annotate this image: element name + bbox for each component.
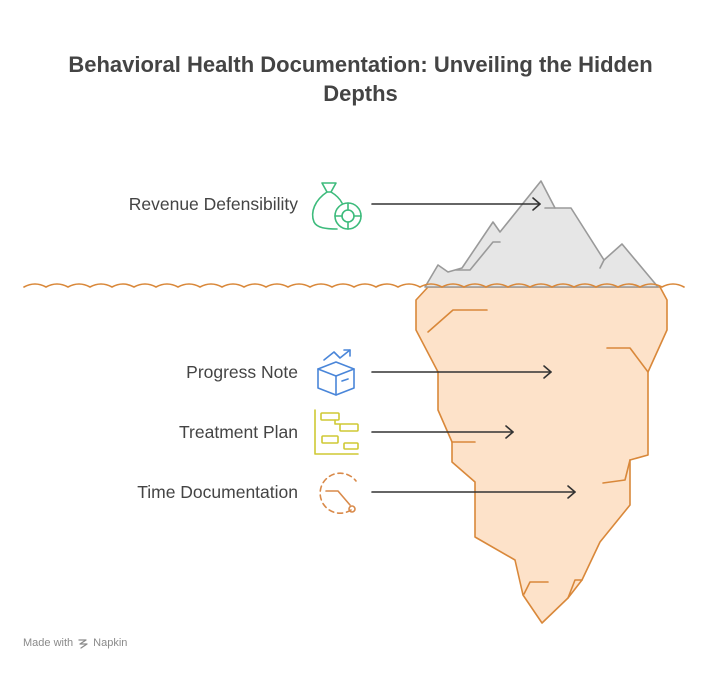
footer: Made with Napkin bbox=[23, 637, 127, 649]
iceberg-cracks bbox=[427, 309, 649, 599]
timer-icon bbox=[319, 472, 357, 514]
iceberg-peak bbox=[424, 180, 659, 288]
arrow-progress-note bbox=[371, 365, 552, 379]
diagram-title: Behavioral Health Documentation: Unveili… bbox=[0, 50, 721, 108]
arrow-treatment-plan bbox=[371, 425, 514, 439]
label-revenue-defensibility: Revenue Defensibility bbox=[128, 194, 298, 214]
label-treatment-plan: Treatment Plan bbox=[179, 422, 298, 442]
label-time-documentation: Time Documentation bbox=[137, 482, 298, 502]
arrows bbox=[371, 197, 576, 499]
title-line-1: Behavioral Health Documentation: Unveili… bbox=[68, 52, 653, 77]
label-progress-note: Progress Note bbox=[186, 362, 298, 382]
box-growth-icon bbox=[317, 349, 355, 396]
arrow-time-documentation bbox=[371, 485, 576, 499]
water-line bbox=[23, 283, 685, 288]
iceberg-underwater bbox=[415, 286, 668, 624]
footer-prefix: Made with bbox=[23, 637, 74, 649]
gantt-chart-icon bbox=[314, 409, 359, 455]
title-line-2: Depths bbox=[323, 81, 398, 106]
peak-ridges bbox=[455, 207, 605, 271]
footer-brand[interactable]: Napkin bbox=[93, 637, 128, 649]
money-bag-icon bbox=[311, 182, 362, 230]
arrow-revenue-defensibility bbox=[371, 197, 541, 211]
napkin-logo-icon bbox=[78, 639, 88, 649]
